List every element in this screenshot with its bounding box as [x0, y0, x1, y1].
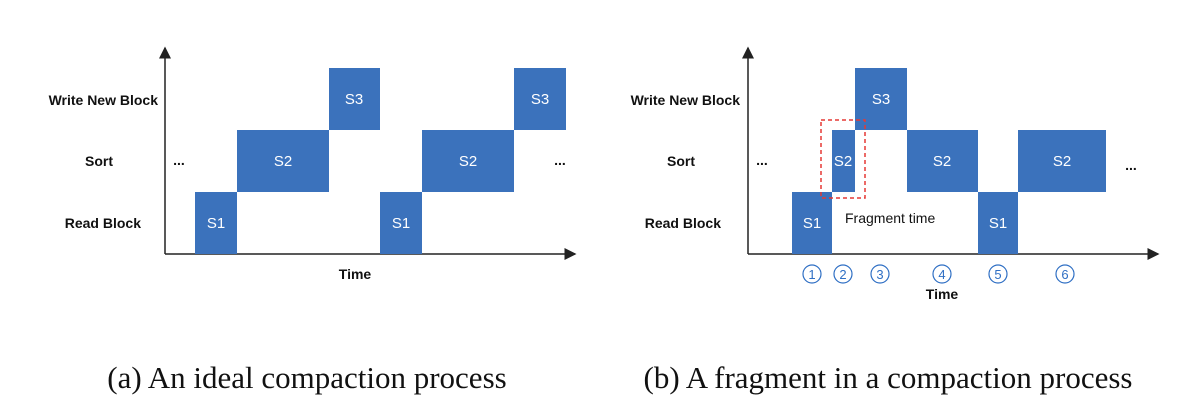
panel-a-block-s3 — [329, 68, 380, 130]
step-marker-1-label: 1 — [808, 267, 815, 282]
panel-b-row-label-sort: Sort — [667, 153, 695, 169]
step-marker-3 — [870, 264, 890, 284]
panel-b-caption: (b) A fragment in a compaction process — [644, 360, 1133, 395]
panel-a-block-s1 — [195, 192, 237, 254]
panel-a-block-s2-second-label: S2 — [459, 153, 477, 170]
panel-a: Write New Block Sort Read Block ... ... … — [49, 46, 577, 395]
panel-b-block-s1-second-label: S1 — [989, 215, 1007, 232]
panel-b-ellipsis-right: ... — [1125, 157, 1137, 173]
panel-a-row-label-read: Read Block — [65, 215, 141, 231]
panel-a-row-label-write: Write New Block — [49, 92, 159, 108]
panel-a-block-s3-second — [514, 68, 566, 130]
panel-a-x-label: Time — [339, 266, 372, 282]
step-marker-1 — [802, 264, 822, 284]
step-marker-2-label: 2 — [839, 267, 846, 282]
step-marker-6 — [1055, 264, 1075, 284]
panel-b: Write New Block Sort Read Block ... ... … — [631, 46, 1160, 395]
panel-b-block-s2 — [907, 130, 978, 192]
panel-b-fragment-label: Fragment time — [845, 210, 935, 226]
panel-a-ellipsis-left: ... — [173, 152, 185, 168]
panel-b-block-s2-second — [1018, 130, 1106, 192]
panel-b-x-label: Time — [926, 286, 959, 302]
panel-b-block-s1-label: S1 — [803, 215, 821, 232]
panel-b-fragment-box — [820, 119, 866, 199]
panel-a-row-label-sort: Sort — [85, 153, 113, 169]
panel-b-step-markers: 1 2 3 4 5 6 — [802, 264, 1075, 284]
panel-a-block-s2 — [237, 130, 329, 192]
panel-b-block-s2-label: S2 — [933, 153, 951, 170]
panel-b-block-s2-fragment — [832, 130, 855, 192]
step-marker-4 — [932, 264, 952, 284]
panel-a-caption: (a) An ideal compaction process — [107, 360, 506, 395]
panel-b-block-s1 — [792, 192, 832, 254]
panel-a-block-s1-second — [380, 192, 422, 254]
panel-a-block-s1-label: S1 — [207, 215, 225, 232]
panel-b-block-s3-label: S3 — [872, 91, 890, 108]
step-marker-4-label: 4 — [938, 267, 945, 282]
step-marker-5-label: 5 — [994, 267, 1001, 282]
panel-b-block-s2-second-label: S2 — [1053, 153, 1071, 170]
step-marker-6-label: 6 — [1061, 267, 1068, 282]
panel-b-ellipsis-left: ... — [756, 152, 768, 168]
panel-b-row-label-write: Write New Block — [631, 92, 741, 108]
panel-a-block-s3-label: S3 — [345, 91, 363, 108]
step-marker-3-label: 3 — [876, 267, 883, 282]
panel-a-block-s1-second-label: S1 — [392, 215, 410, 232]
panel-a-block-s2-second — [422, 130, 514, 192]
step-marker-2 — [833, 264, 853, 284]
panel-b-block-s2-fragment-label: S2 — [834, 153, 852, 170]
panel-b-row-label-read: Read Block — [645, 215, 721, 231]
panel-a-block-s3-second-label: S3 — [531, 91, 549, 108]
panel-b-block-s1-second — [978, 192, 1018, 254]
panel-a-block-s2-label: S2 — [274, 153, 292, 170]
step-marker-5 — [988, 264, 1008, 284]
panel-a-ellipsis-right: ... — [554, 152, 566, 168]
